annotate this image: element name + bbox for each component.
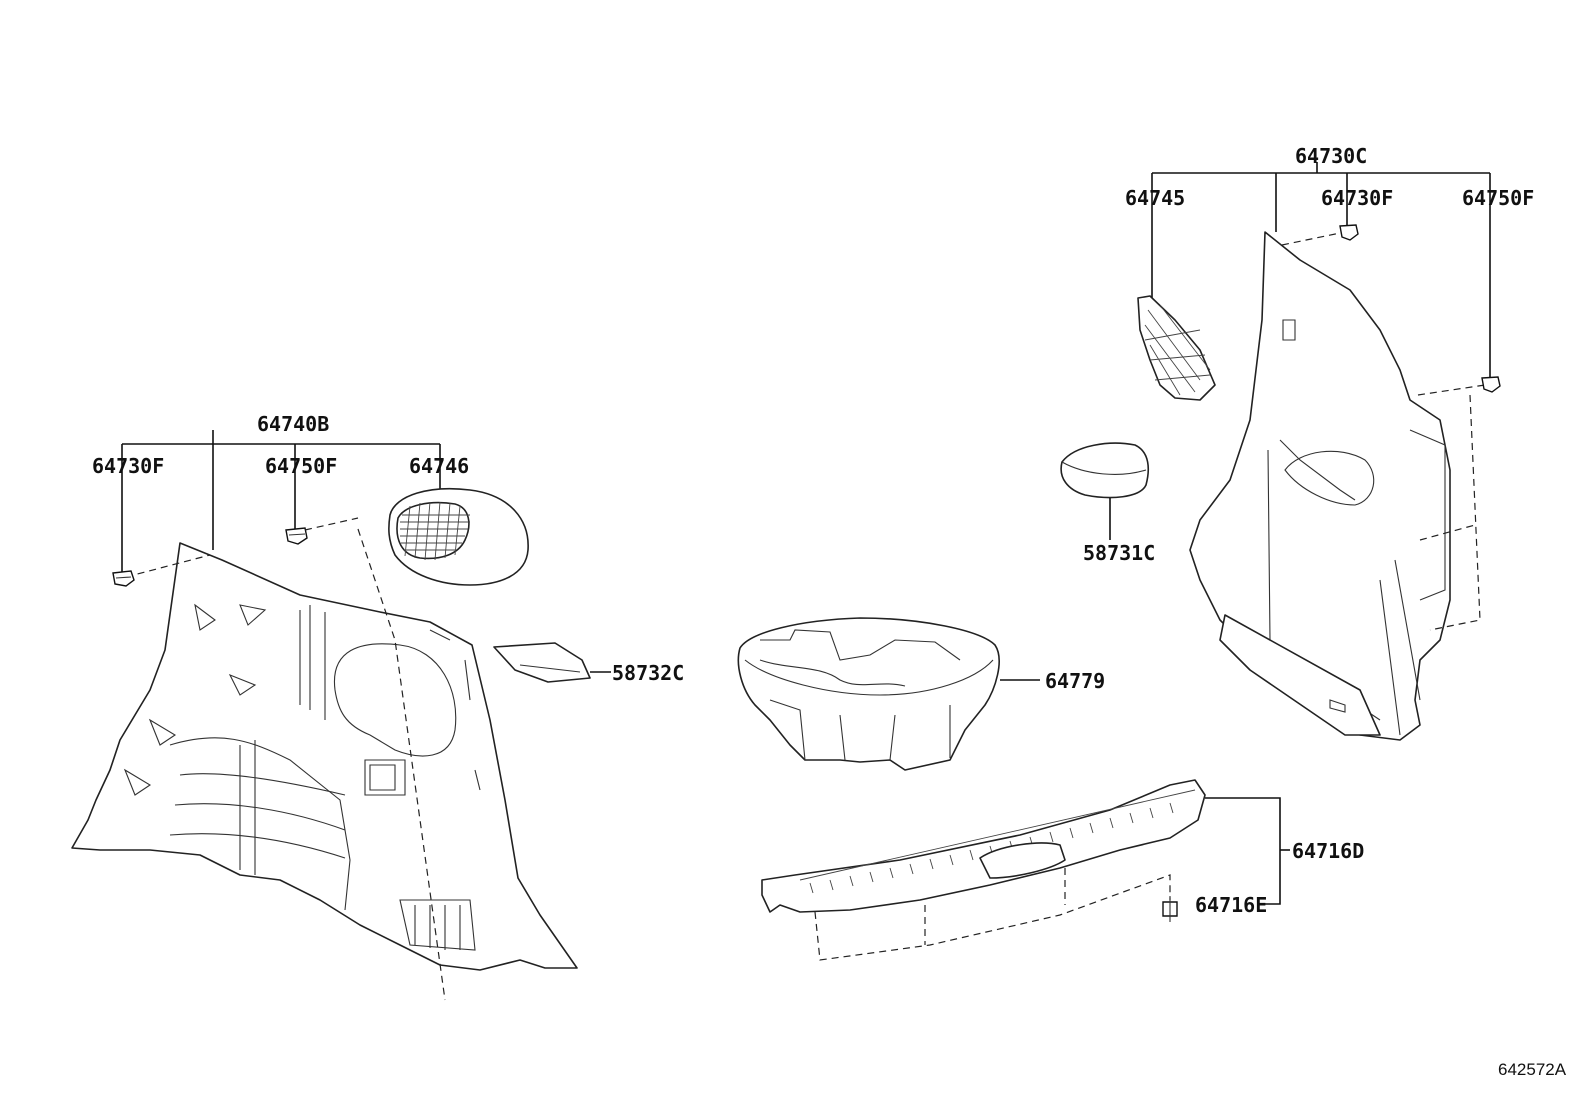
clip-64716E bbox=[1162, 896, 1178, 922]
right-quarter-trim-group: 64730C 64745 64730F 64750F 58731C bbox=[1060, 144, 1534, 741]
part-58731C bbox=[1060, 442, 1150, 499]
part-58732C bbox=[493, 642, 591, 683]
callout-64730C: 64730C bbox=[1295, 144, 1367, 168]
clip-64730F-left bbox=[112, 570, 135, 587]
cargo-net-64745 bbox=[1137, 295, 1216, 401]
callout-64740B: 64740B bbox=[257, 412, 329, 436]
diagram-reference-code: 642572A bbox=[1498, 1060, 1567, 1079]
callout-64716E: 64716E bbox=[1195, 893, 1267, 917]
callout-64730F-left: 64730F bbox=[92, 454, 164, 478]
spare-tire-tray-group: 64779 bbox=[737, 617, 1105, 771]
callout-64730F-right: 64730F bbox=[1321, 186, 1393, 210]
callout-64779: 64779 bbox=[1045, 669, 1105, 693]
clip-64730F-right bbox=[1339, 224, 1359, 241]
callout-64750F-right: 64750F bbox=[1462, 186, 1534, 210]
callout-64716D: 64716D bbox=[1292, 839, 1364, 863]
speaker-grille-64746 bbox=[388, 487, 529, 586]
scuff-plate bbox=[761, 779, 1206, 913]
scuff-plate-group: 64716D 64716E bbox=[761, 779, 1364, 961]
callout-58731C: 58731C bbox=[1083, 541, 1155, 565]
callout-64745: 64745 bbox=[1125, 186, 1185, 210]
left-quarter-trim-group: 64740B 64730F 64750F 64746 58732C bbox=[71, 412, 684, 1001]
callout-64746: 64746 bbox=[409, 454, 469, 478]
right-quarter-panel bbox=[1189, 231, 1451, 741]
clip-64750F-left bbox=[285, 527, 308, 545]
left-quarter-panel bbox=[71, 542, 578, 971]
callout-64750F-left: 64750F bbox=[265, 454, 337, 478]
callout-58732C: 58732C bbox=[612, 661, 684, 685]
spare-tire-tray bbox=[737, 617, 1000, 771]
clip-64750F-right bbox=[1481, 376, 1501, 393]
